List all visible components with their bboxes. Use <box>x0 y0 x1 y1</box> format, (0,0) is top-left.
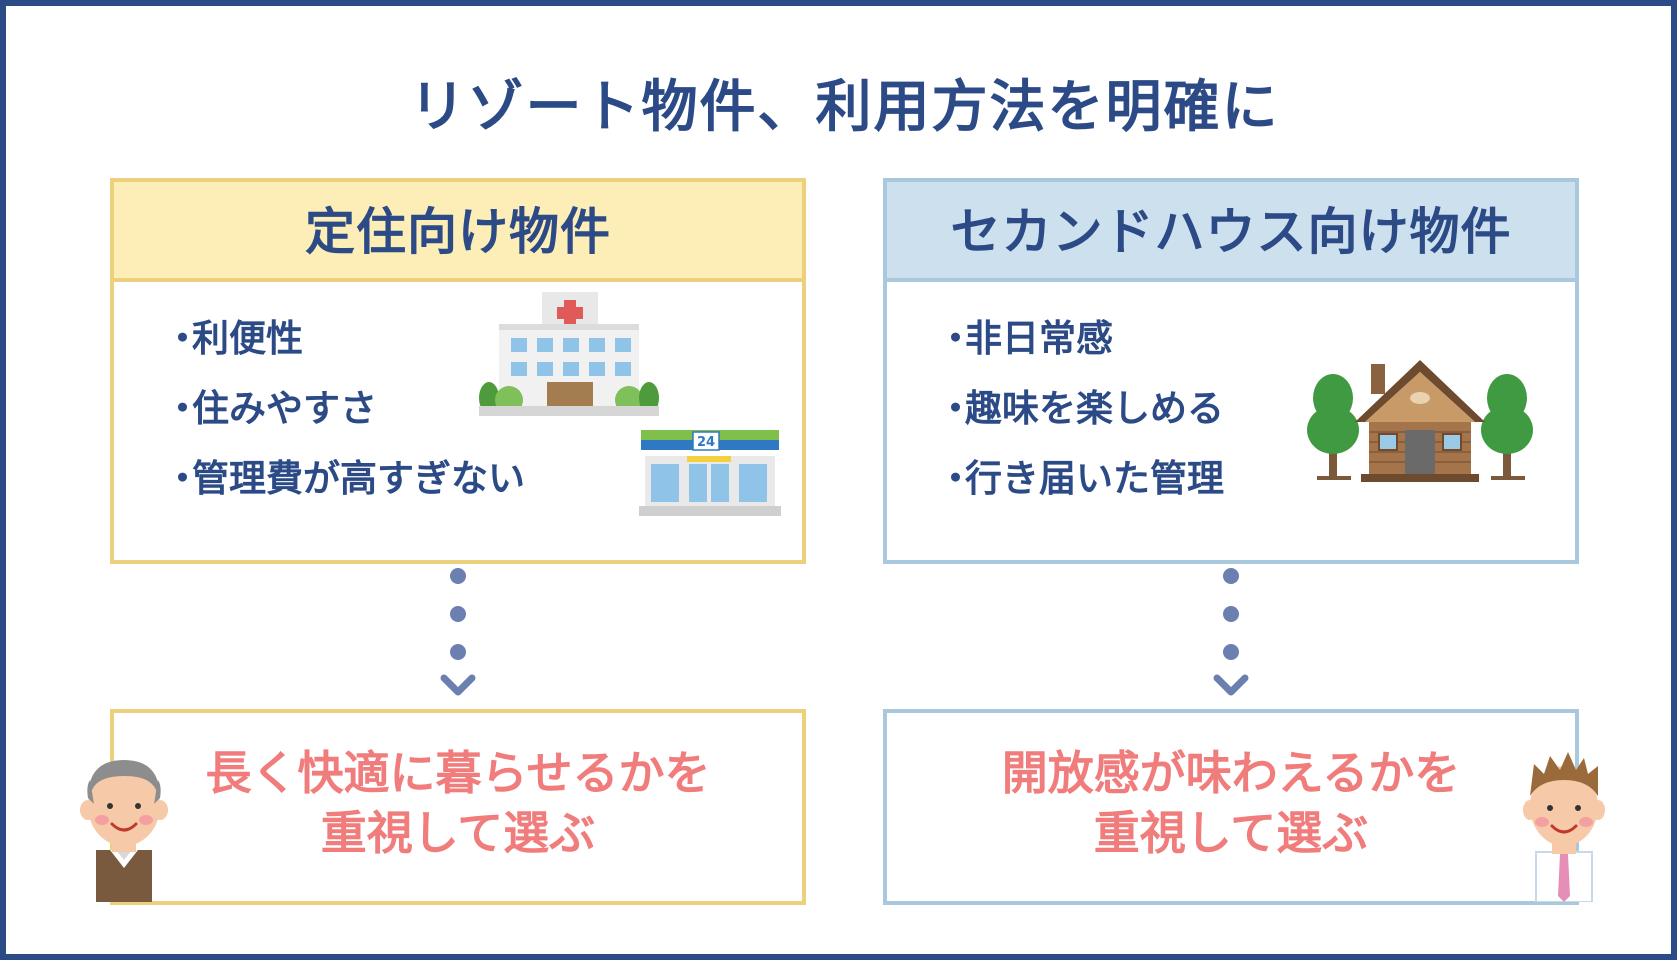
list-item-text: 行き届いた管理 <box>965 457 1224 500</box>
convenience-store-icon: 24 <box>639 430 781 516</box>
cabin-icon <box>1307 360 1533 482</box>
left-feature-list: ・利便性 ・住みやすさ ・管理費が高すぎない <box>164 312 525 522</box>
right-card-header: セカンドハウス向け物件 <box>887 182 1575 282</box>
left-card-header: 定住向け物件 <box>114 182 802 282</box>
list-item-text: 趣味を楽しめる <box>965 387 1224 430</box>
elderly-man-avatar-icon <box>80 760 168 902</box>
list-item: ・住みやすさ <box>164 382 525 452</box>
right-feature-list: ・非日常感 ・趣味を楽しめる ・行き届いた管理 <box>937 312 1224 522</box>
bullet: ・ <box>937 457 974 500</box>
left-result-line2: 重視して選ぶ <box>320 806 596 860</box>
list-item-text: 管理費が高すぎない <box>192 457 525 500</box>
list-item-text: 住みやすさ <box>192 387 377 430</box>
young-man-avatar-icon <box>1523 752 1605 902</box>
hospital-icon <box>479 292 659 416</box>
bullet: ・ <box>164 317 201 360</box>
list-item: ・行き届いた管理 <box>937 452 1224 522</box>
left-result-line1: 長く快適に暮らせるかを <box>205 746 711 800</box>
list-item: ・管理費が高すぎない <box>164 452 525 522</box>
left-connector-arrow <box>440 568 476 696</box>
bullet: ・ <box>937 387 974 430</box>
bullet: ・ <box>937 317 974 360</box>
store-sign-text: 24 <box>697 435 715 450</box>
right-card: セカンドハウス向け物件 ・非日常感 ・趣味を楽しめる ・行き届いた管理 <box>883 178 1579 564</box>
list-item: ・趣味を楽しめる <box>937 382 1224 452</box>
page-title: リゾート物件、利用方法を明確に <box>409 75 1280 140</box>
right-result-box: 開放感が味わえるかを 重視して選ぶ <box>883 709 1579 905</box>
right-result-text: 開放感が味わえるかを 重視して選ぶ <box>887 743 1575 863</box>
bullet: ・ <box>164 457 201 500</box>
left-result-box: 長く快適に暮らせるかを 重視して選ぶ <box>110 709 806 905</box>
bullet: ・ <box>164 387 201 430</box>
list-item: ・利便性 <box>164 312 525 382</box>
list-item-text: 利便性 <box>192 317 303 360</box>
left-card: 定住向け物件 ・利便性 ・住みやすさ ・管理費が高すぎない <box>110 178 806 564</box>
list-item-text: 非日常感 <box>965 317 1113 360</box>
right-result-line2: 重視して選ぶ <box>1093 806 1369 860</box>
right-connector-arrow <box>1213 568 1249 696</box>
right-result-line1: 開放感が味わえるかを <box>1001 746 1461 800</box>
left-result-text: 長く快適に暮らせるかを 重視して選ぶ <box>114 743 802 863</box>
list-item: ・非日常感 <box>937 312 1224 382</box>
